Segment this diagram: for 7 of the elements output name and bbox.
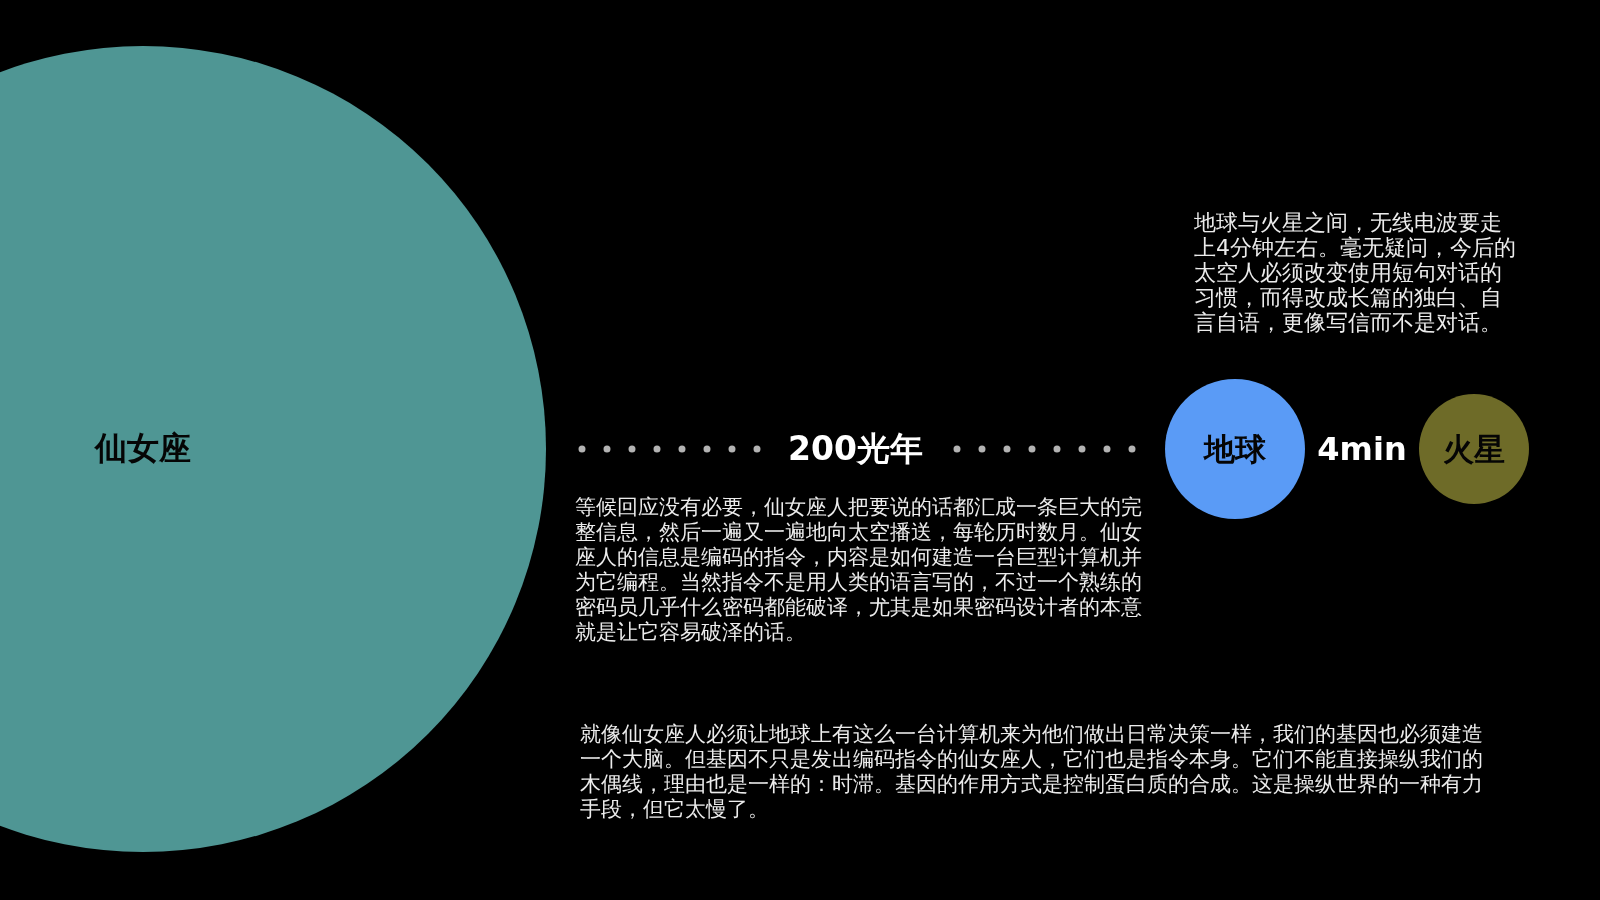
text-paragraph: 地球与火星之间，无线电波要走上4分钟左右。毫无疑问，今后的太空人必须改变使用短句对话的习惯，而得改成长篇的独白、自言自语，更像写信而不是对话。 bbox=[1194, 210, 1516, 335]
node-label: 地球 bbox=[1204, 431, 1266, 467]
node-label: 火星 bbox=[1443, 431, 1505, 467]
text-paragraph: 就像仙女座人必须让地球上有这么一台计算机来为他们做出日常决策一样，我们的基因也必须建造一个大脑。但基因不只是发出编码指令的仙女座人，它们也是指令本身。它们不能直接操纵我们的木偶线，理由也是一样的：时滞。基因的作用方式是控制蛋白质的合成。这是操纵世界的一种有力手段，但它太慢了。 bbox=[580, 722, 1484, 822]
node-label: 仙女座 bbox=[95, 431, 191, 467]
text-paragraph: 等候回应没有必要，仙女座人把要说的话都汇成一条巨大的完整信息，然后一遍又一遍地向太空播送，每轮历时数月。仙女座人的信息是编码的指令，内容是如何建造一台巨型计算机并为它编程。当然指令不是用人类的语言写的，不过一个熟练的密码员几乎什么密码都能破译，尤其是如果密码设计者的本意就是让它容易破泽的话。 bbox=[575, 494, 1143, 645]
time-label: 4min bbox=[1317, 430, 1407, 468]
